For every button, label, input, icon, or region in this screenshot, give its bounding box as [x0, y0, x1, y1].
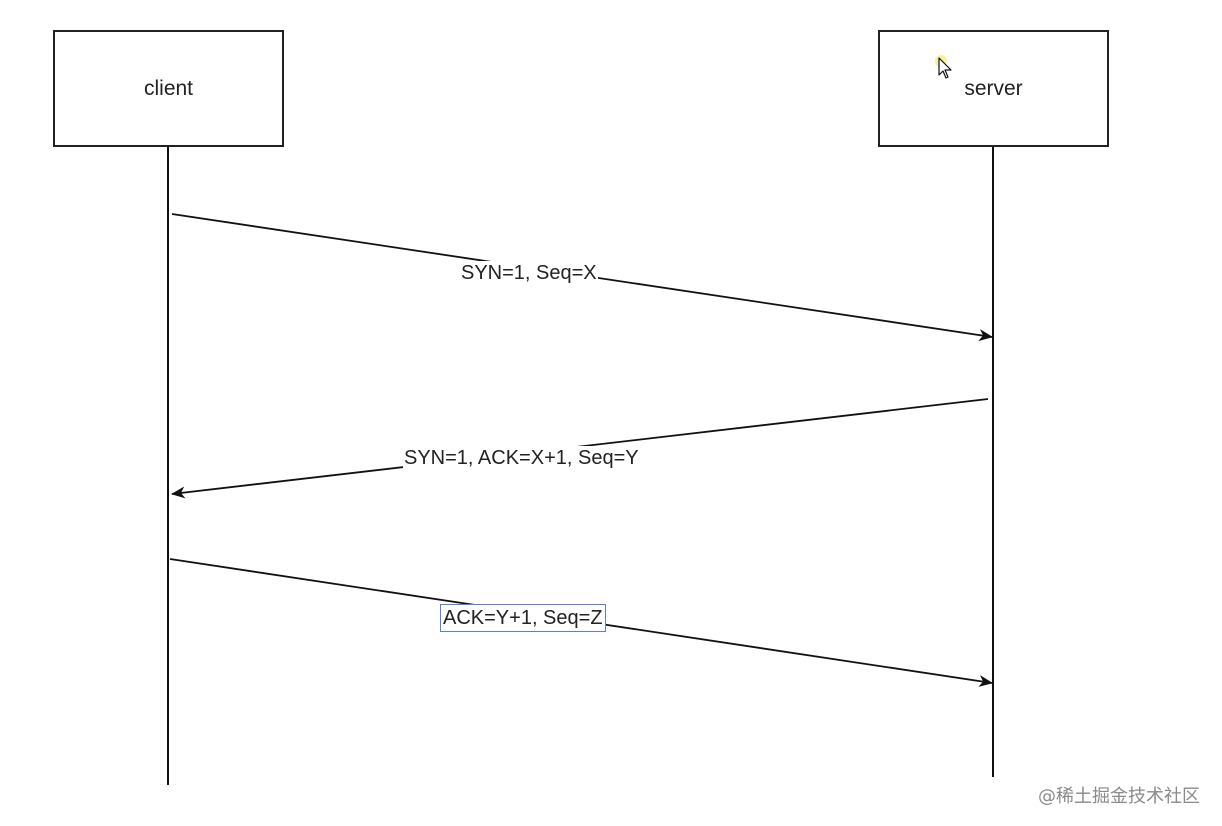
mouse-pointer-icon: [935, 55, 952, 79]
lifeline-server: [992, 147, 994, 777]
actor-box-server[interactable]: server: [878, 30, 1109, 147]
message-label-3-selected[interactable]: ACK=Y+1, Seq=Z: [440, 604, 606, 632]
actor-label-client: client: [143, 76, 194, 100]
actor-box-client[interactable]: client: [53, 30, 284, 147]
watermark: @稀土掘金技术社区: [1038, 786, 1200, 807]
message-label-2[interactable]: SYN=1, ACK=X+1, Seq=Y: [403, 446, 640, 470]
lifeline-client: [167, 147, 169, 785]
actor-label-server: server: [964, 76, 1023, 100]
message-label-1[interactable]: SYN=1, Seq=X: [460, 261, 598, 285]
